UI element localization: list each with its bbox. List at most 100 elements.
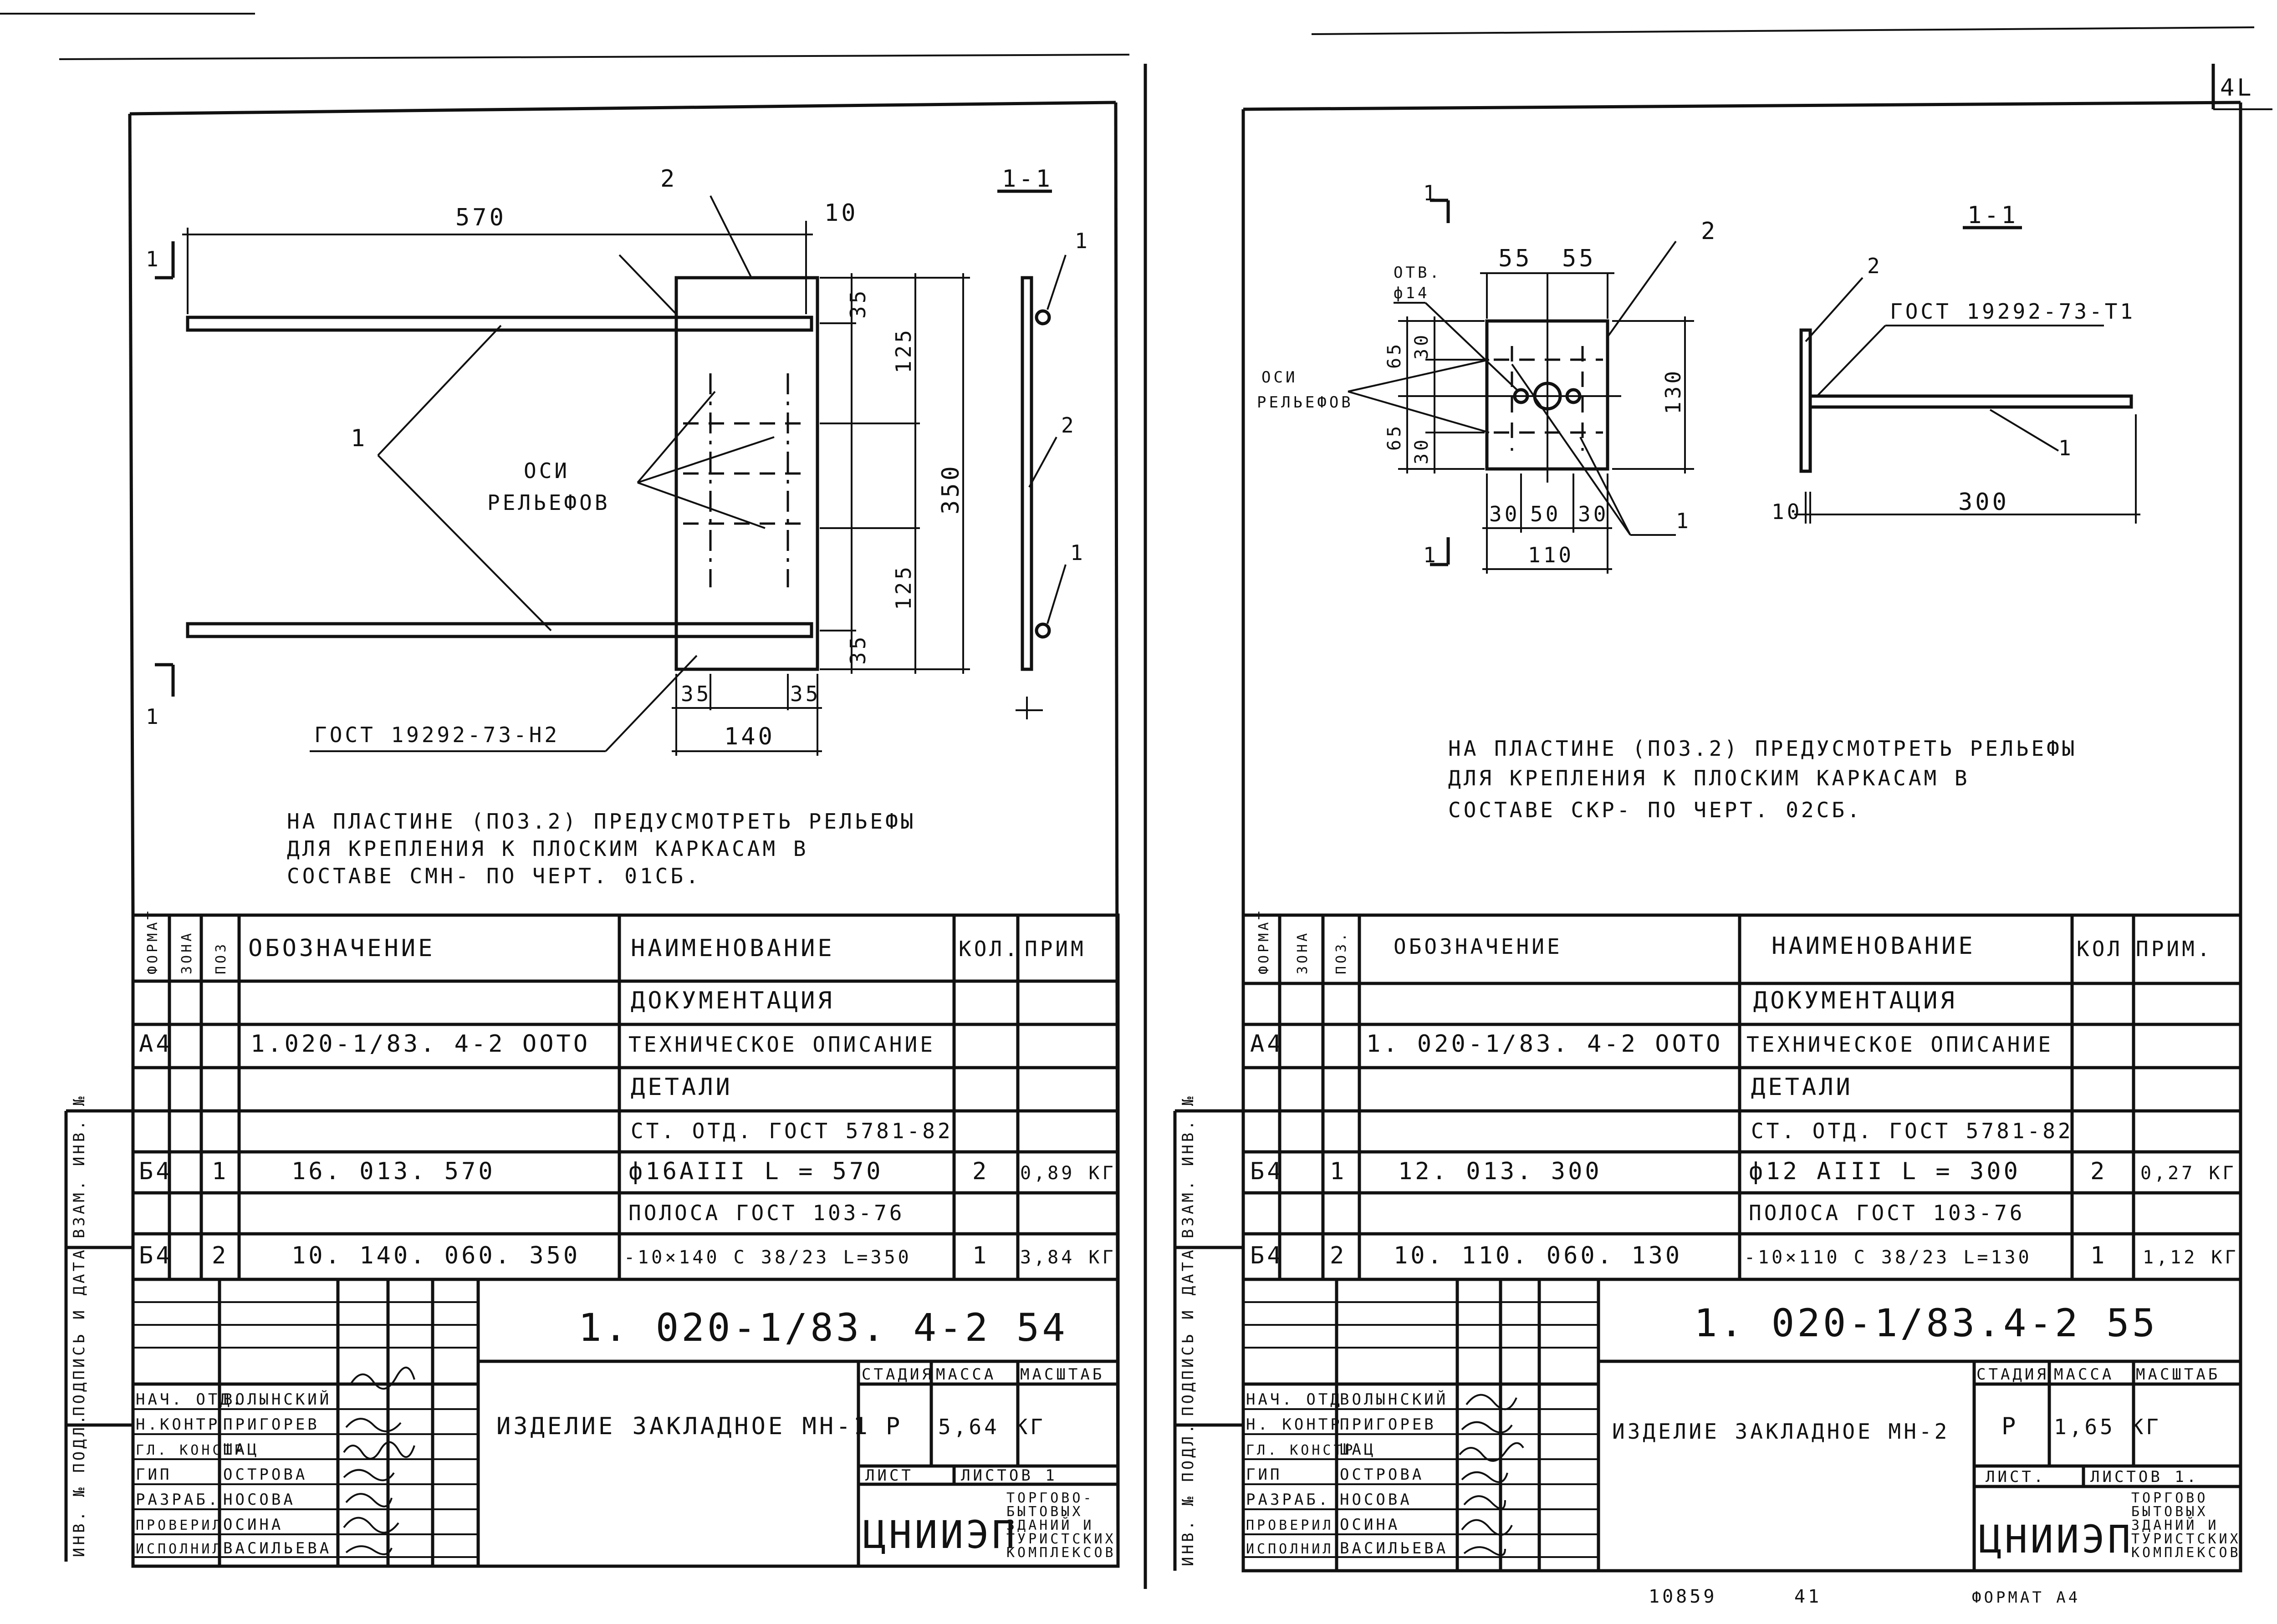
spec-row-left-7-qty: 1 (972, 1242, 989, 1269)
staff-name-left-5: НОСОВА (223, 1491, 296, 1509)
spec-row-left-7-designation: 10. 140. 060. 350 (291, 1242, 580, 1269)
dim-10: 10 (824, 199, 858, 227)
hdr-format-right: ФОРМАТ (1256, 909, 1272, 974)
pos-2-side: 2 (1061, 413, 1077, 438)
spec-row-right-2-format: А4 (1250, 1030, 1284, 1058)
dim-65-lower: 65 (1384, 423, 1405, 451)
pos-1-plate: 1 (1676, 509, 1691, 533)
spec-row-right-2-designation: 1. 020-1/83. 4-2 ООТО (1366, 1030, 1723, 1058)
org-name-left-2: БЫТОВЫХ (1006, 1504, 1083, 1520)
signatures-right (1459, 1394, 1524, 1556)
spec-row-right-7-name: -10×110 С 38/23 L=130 (1744, 1247, 2032, 1268)
org-name-right-1: ТОРГОВО (2131, 1490, 2208, 1506)
section-mark-right-bottom: 1 (1423, 543, 1439, 567)
hdr-zone-right: ЗОНА (1295, 931, 1311, 974)
org-name-right-2: БЫТОВЫХ (2131, 1504, 2208, 1520)
section-mark-right-top: 1 (1423, 181, 1439, 205)
spec-row-left-1-name: ДОКУМЕНТАЦИЯ (631, 987, 835, 1014)
spec-row-left-5-pos: 1 (212, 1158, 229, 1185)
archive-number: 10859 (1649, 1586, 1717, 1607)
dim-35-left: 35 (681, 682, 711, 706)
mass-value-left: 5,64 КГ (938, 1415, 1046, 1439)
plate-view-right: 55 55 30 65 65 30 130 30 (1257, 181, 1718, 574)
staff-name-right-3: ШАЦ (1340, 1441, 1376, 1459)
section-mark-bottom: 1 (146, 704, 161, 729)
staff-role-left-6: ПРОВЕРИЛ (136, 1517, 224, 1533)
staff-name-left-3: ШАЦ (223, 1441, 259, 1459)
stage-label-left: СТАДИЯ (862, 1365, 934, 1384)
spec-row-right-6-name: ПОЛОСА ГОСТ 103-76 (1749, 1201, 2025, 1225)
stage-value-right: Р (2001, 1413, 2018, 1440)
note-right-line-3: СОСТАВЕ СКР- ПО ЧЕРТ. 02СБ. (1448, 798, 1863, 822)
spec-row-left-5-name: ф16АIII L = 570 (628, 1158, 883, 1185)
hdr-name-left: НАИМЕНОВАНИЕ (631, 935, 835, 962)
hdr-designation-left: ОБОЗНАЧЕНИЕ (248, 935, 435, 962)
dim-30-upper: 30 (1411, 332, 1432, 360)
staff-role-left-7: ИСПОЛНИЛ (136, 1541, 224, 1557)
spec-table-right: ФОРМАТ ЗОНА ПОЗ. ОБОЗНАЧЕНИЕ НАИМЕНОВАНИ… (1241, 909, 2242, 1281)
staff-name-right-6: ОСИНА (1340, 1516, 1400, 1534)
hdr-note-right: ПРИМ. (2136, 937, 2212, 961)
staff-role-right-4: ГИП (1246, 1466, 1282, 1484)
pos-2-plate: 2 (1701, 218, 1718, 245)
spec-row-left-4-name: СТ. ОТД. ГОСТ 5781-82 (631, 1119, 953, 1143)
hdr-name-right: НАИМЕНОВАНИЕ (1772, 932, 1976, 960)
hdr-format-left: ФОРМАТ (145, 909, 161, 974)
pos-1-side-top: 1 (1075, 229, 1090, 253)
spec-row-right-3-name: ДЕТАЛИ (1751, 1074, 1853, 1101)
hdr-pos-left: ПОЗ (213, 942, 229, 974)
gost-label-left: ГОСТ 19292-73-Н2 (314, 723, 560, 747)
staff-role-left-3: ГЛ. КОНСТР (136, 1442, 245, 1458)
gost-label-right: ГОСТ 19292-73-Т1 (1890, 299, 2135, 324)
org-name-left-4: ТУРИСТСКИХ (1006, 1531, 1116, 1547)
spec-row-right-5-qty: 2 (2090, 1158, 2107, 1185)
staff-name-right-7: ВАСИЛЬЕВА (1340, 1539, 1448, 1558)
axes-label-right-1: ОСИ (1261, 368, 1297, 387)
spec-row-right-7-qty: 1 (2090, 1242, 2107, 1269)
stage-label-right: СТАДИЯ (1976, 1365, 2049, 1384)
dim-125-bottom: 125 (891, 564, 916, 610)
staff-role-right-6: ПРОВЕРИЛ (1246, 1517, 1334, 1533)
hdr-pos-right: ПОЗ. (1333, 931, 1349, 974)
spec-row-right-5-pos: 1 (1330, 1158, 1347, 1185)
note-left-line-3: СОСТАВЕ СМН- ПО ЧЕРТ. 01СБ. (287, 864, 701, 888)
pos-1-side-bottom: 1 (1070, 540, 1086, 565)
dim-125-top: 125 (891, 327, 916, 373)
hdr-note-left: ПРИМ (1025, 937, 1086, 961)
dim-30-b-right: 30 (1578, 502, 1608, 526)
side-stamp-right-label-1: ВЗАМ. ИНВ. № (1179, 1094, 1197, 1238)
note-right-line-2: ДЛЯ КРЕПЛЕНИЯ К ПЛОСКИМ КАРКАСАМ В (1448, 766, 1970, 790)
spec-row-left-7-name: -10×140 С 38/23 L=350 (624, 1247, 912, 1268)
note-right: НА ПЛАСТИНЕ (ПОЗ.2) ПРЕДУСМОТРЕТЬ РЕЛЬЕФ… (1448, 736, 2074, 822)
signatures-left (343, 1366, 415, 1555)
staff-role-left-4: ГИП (136, 1466, 172, 1484)
sheet-label-right: ЛИСТ. (1986, 1468, 2046, 1486)
spec-row-right-7-note: 1,12 КГ (2143, 1247, 2239, 1268)
spec-row-right-1-name: ДОКУМЕНТАЦИЯ (1753, 987, 1957, 1014)
org-name-right-3: ЗДАНИЙ И (2131, 1517, 2219, 1533)
spec-row-left-6-name: ПОЛОСА ГОСТ 103-76 (628, 1201, 905, 1225)
staff-name-right-4: ОСТРОВА (1340, 1466, 1424, 1484)
staff-role-right-5: РАЗРАБ. (1246, 1491, 1330, 1509)
spec-table-left: ФОРМАТ ЗОНА ПОЗ ОБОЗНАЧЕНИЕ НАИМЕНОВАНИЕ… (131, 909, 1120, 1281)
section-view-right: 1-1 10 300 2 ГОСТ 19292-73-Т1 1 (1772, 202, 2140, 524)
side-stamp-label-1: ВЗАМ. ИНВ. № (70, 1094, 88, 1238)
section-view-left: 1-1 1 2 1 (997, 165, 1090, 719)
dim-35-right: 35 (790, 682, 821, 706)
org-name-left-3: ЗДАНИЙ И (1006, 1517, 1094, 1533)
dim-55-right: 55 (1562, 245, 1596, 272)
spec-row-left-5-note: 0,89 КГ (1020, 1163, 1116, 1184)
mass-label-right: МАССА (2054, 1365, 2114, 1384)
dim-140: 140 (724, 723, 775, 750)
staff-role-left-2: Н.КОНТР (136, 1415, 220, 1434)
spec-row-left-3-name: ДЕТАЛИ (631, 1074, 733, 1101)
axes-label-1: ОСИ (524, 458, 570, 483)
hole-label-2: ф14 (1394, 284, 1430, 302)
staff-role-left-1: НАЧ. ОТД. (136, 1390, 244, 1409)
pos-1-left: 1 (351, 425, 368, 452)
dim-10-right: 10 (1772, 499, 1802, 524)
staff-role-right-2: Н. КОНТР. (1246, 1415, 1354, 1434)
section-title-right: 1-1 (1967, 202, 2018, 229)
bottom-page-number: 41 (1794, 1586, 1822, 1607)
